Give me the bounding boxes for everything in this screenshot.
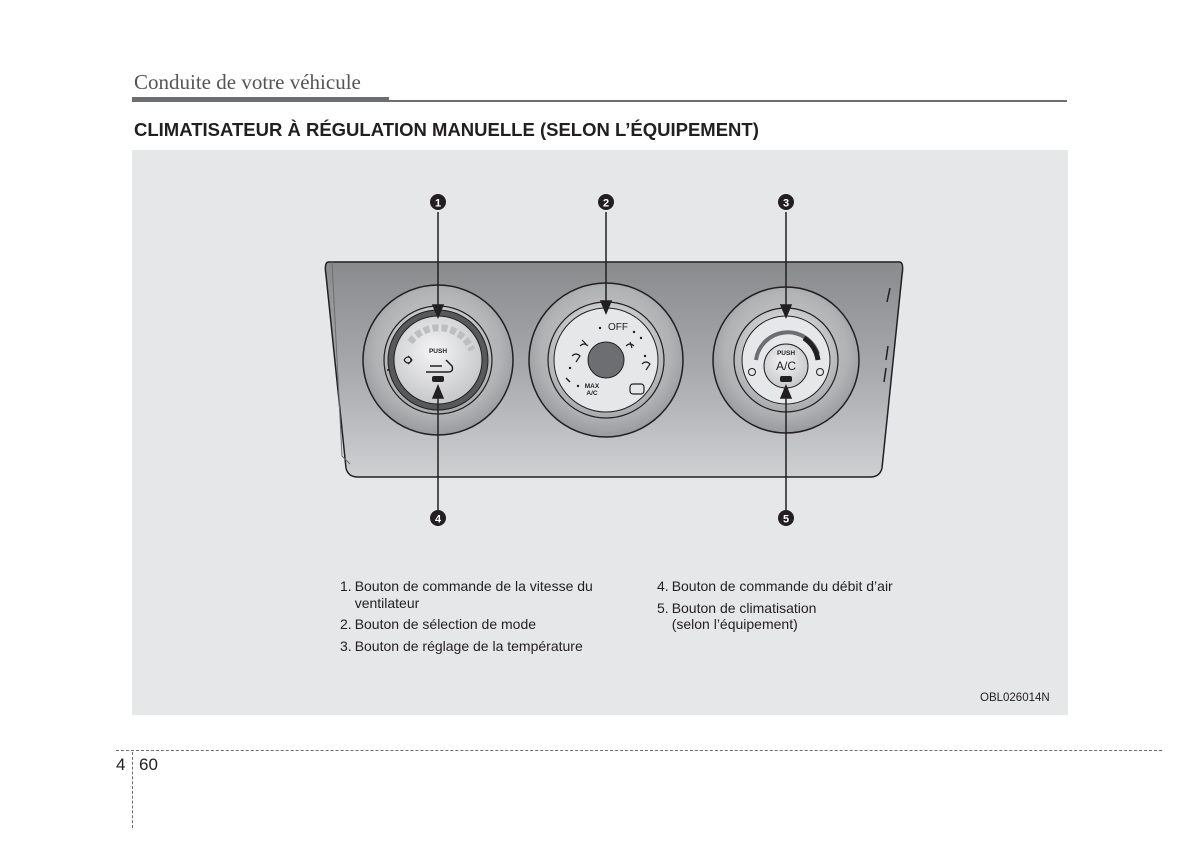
caption-item: 4.Bouton de commande du débit d’air [657, 578, 893, 594]
ac-label: A/C [776, 359, 796, 373]
callout-5: 5 [778, 510, 794, 526]
header-rule [132, 97, 389, 102]
off-label: OFF [608, 322, 628, 333]
header-rule-thin [389, 100, 1067, 102]
caption-item: 1.Bouton de commande de la vitesse du ve… [340, 578, 593, 611]
callout-1: 1 [430, 194, 446, 210]
caption-item: 2.Bouton de sélection de mode [340, 616, 537, 632]
footer-divider [116, 750, 1162, 751]
callout-2: 2 [598, 194, 614, 210]
temperature-knob: PUSH A/C [712, 286, 860, 434]
push-label-right: PUSH [777, 350, 795, 357]
fan-icon [403, 355, 413, 365]
callout-3: 3 [778, 194, 794, 210]
floor-defrost-icon [641, 361, 651, 371]
callout-4: 4 [430, 510, 446, 526]
section-heading: CLIMATISATEUR À RÉGULATION MANUELLE (SEL… [134, 119, 759, 140]
caption-list-left: 1.Bouton de commande de la vitesse du ve… [340, 578, 630, 659]
page-number: 60 [139, 755, 158, 774]
svg-text:5: 5 [783, 514, 789, 526]
svg-text:3: 3 [783, 198, 789, 210]
caption-list-right: 4.Bouton de commande du débit d’air 5.Bo… [657, 578, 937, 638]
hot-indicator [816, 368, 824, 376]
bilevel-icon [625, 341, 635, 349]
floor-vent-icon [571, 353, 581, 363]
chapter-number: 4 [116, 755, 126, 774]
recirculation-icon [426, 359, 454, 373]
svg-text:4: 4 [435, 514, 442, 526]
defrost-icon [629, 383, 645, 395]
cold-indicator [748, 368, 756, 376]
ac-indicator-light [780, 376, 792, 382]
face-vent-icon [579, 339, 589, 347]
indicator-light [432, 376, 444, 382]
push-label: PUSH [429, 348, 447, 355]
caption-item: 3.Bouton de réglage de la température [340, 637, 583, 654]
running-header: Conduite de votre véhicule [134, 70, 361, 94]
svg-text:2: 2 [603, 198, 609, 210]
figure-code: OBL026014N [980, 692, 1050, 704]
caption-item: 5.Bouton de climatisation (selon l’équip… [657, 599, 817, 633]
footer-vertical-divider [132, 752, 133, 828]
svg-text:1: 1 [435, 198, 441, 210]
